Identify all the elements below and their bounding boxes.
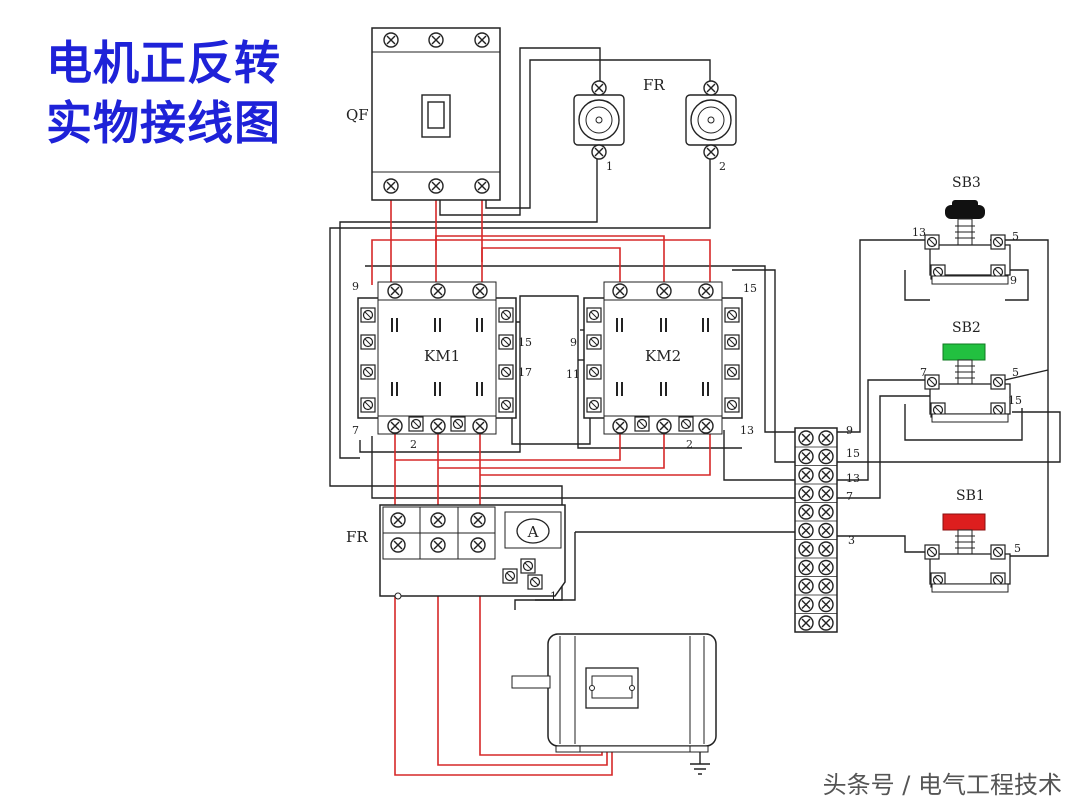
contactor-km1 (357, 281, 517, 435)
button-sb3 (924, 200, 1011, 285)
km1-terminal-7: 7 (352, 424, 359, 437)
km2-terminal-13: 13 (740, 424, 754, 437)
tb-label-13: 13 (846, 472, 860, 485)
sb2-label: SB2 (952, 320, 981, 336)
control-wiring (329, 47, 1061, 610)
fr-terminal-1: 1 (550, 590, 557, 603)
fuse-2-number: 2 (719, 160, 726, 173)
title-line-1: 电机正反转 (46, 36, 281, 90)
tb-label-3: 3 (848, 534, 855, 547)
motor (511, 633, 717, 775)
breaker-qf (371, 27, 501, 201)
sb3-label: SB3 (952, 175, 981, 191)
sb1-terminal-5: 5 (1014, 542, 1021, 555)
relay-bottom-label: FR (346, 528, 368, 546)
km2-terminal-9: 9 (570, 336, 577, 349)
km1-terminal-9: 9 (352, 280, 359, 293)
km2-terminal-11: 11 (566, 368, 580, 381)
sb1-label: SB1 (956, 488, 985, 504)
fuse-1-number: 1 (606, 160, 613, 173)
sb2-terminal-15: 15 (1008, 394, 1022, 407)
relay-fr-top (573, 80, 737, 160)
sb3-terminal-9: 9 (1010, 274, 1017, 287)
watermark: 头条号 / 电气工程技术 (822, 771, 1062, 799)
ammeter-label: A (527, 523, 539, 541)
contactor-km2 (583, 281, 743, 435)
tb-label-9: 9 (846, 424, 853, 437)
button-sb1 (924, 513, 1011, 593)
km2-label: KM2 (645, 347, 682, 365)
breaker-label: QF (346, 106, 369, 124)
km1-terminal-15: 15 (518, 336, 532, 349)
sb3-terminal-13: 13 (912, 226, 926, 239)
tb-label-7: 7 (846, 490, 853, 503)
km2-terminal-2: 2 (686, 438, 693, 451)
sb2-terminal-5: 5 (1012, 366, 1019, 379)
sb2-terminal-7: 7 (920, 366, 927, 379)
km1-terminal-17: 17 (518, 366, 532, 379)
relay-top-label: FR (643, 76, 665, 94)
button-sb2 (924, 343, 1011, 423)
km2-terminal-15: 15 (743, 282, 757, 295)
title-line-2: 实物接线图 (46, 96, 281, 150)
terminal-block (794, 427, 838, 633)
relay-fr-bottom: A (379, 504, 566, 600)
km1-label: KM1 (424, 347, 461, 365)
tb-label-15: 15 (846, 447, 860, 460)
sb3-terminal-5: 5 (1012, 230, 1019, 243)
km1-terminal-2: 2 (410, 438, 417, 451)
